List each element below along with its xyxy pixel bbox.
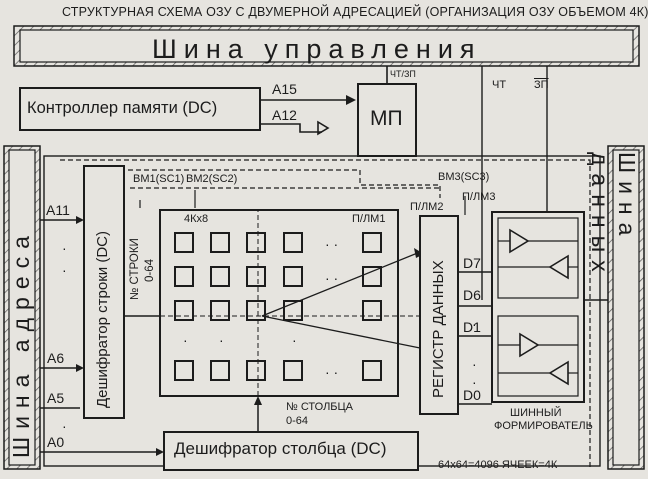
memory-cell — [283, 300, 303, 321]
memory-cell — [210, 266, 230, 287]
matrix-size-label: 4Кх8 — [184, 213, 209, 225]
address-ellipsis: · — [62, 240, 67, 256]
mp-box — [357, 83, 417, 157]
address-line-a11: A11 — [46, 202, 70, 218]
memory-cell — [210, 360, 230, 381]
data-register-label: РЕГИСТР ДАННЫХ — [430, 260, 447, 398]
data-ellipsis: · — [472, 374, 477, 390]
memory-cell — [174, 266, 194, 287]
data-line-d1: D1 — [463, 319, 481, 335]
signal-rd: ЧТ — [492, 79, 507, 91]
address-line-a6: A6 — [47, 350, 65, 366]
matrix-ellipsis: · — [219, 332, 224, 348]
address-bus-label: Шина адреса — [8, 228, 34, 458]
memory-cell — [210, 300, 230, 321]
memory-cell — [362, 266, 382, 287]
matrix-ellipsis: · — [292, 332, 297, 348]
address-ellipsis: · — [62, 262, 67, 278]
data-line-d7: D7 — [463, 255, 481, 271]
memory-cell — [174, 232, 194, 253]
chip-select-bm1: ВМ1(SC1) — [133, 173, 185, 185]
signal-a12: A12 — [272, 107, 297, 123]
signal-wr: ЗП — [534, 79, 549, 91]
column-range-label: 0-64 — [286, 415, 309, 427]
memory-controller-label: Контроллер памяти (DC) — [27, 99, 218, 117]
plm1-label: П/ЛМ1 — [352, 213, 386, 225]
matrix-ellipsis: · — [183, 332, 188, 348]
bus-driver-label-2: ФОРМИРОВАТЕЛЬ — [494, 420, 593, 432]
memory-controller-box — [19, 87, 261, 131]
data-register-box — [419, 215, 459, 415]
matrix-ellipsis: · · — [325, 270, 339, 286]
memory-cell — [362, 360, 382, 381]
row-range-label: 0-64 — [144, 258, 156, 282]
memory-cell — [362, 300, 382, 321]
column-number-label: № СТОЛБЦА — [286, 401, 354, 413]
data-line-d0: D0 — [463, 387, 481, 403]
memory-cell — [174, 360, 194, 381]
data-ellipsis: · — [472, 356, 477, 372]
capacity-note: 64х64=4096 ЯЧЕЕК=4К — [438, 459, 558, 471]
row-decoder-label: Дешифратор строки (DC) — [94, 231, 111, 408]
column-decoder-box — [163, 431, 419, 471]
data-line-d6: D6 — [463, 287, 481, 303]
memory-cell — [210, 232, 230, 253]
data-bus-label: Шина данных — [587, 152, 640, 280]
data-ellipsis: · — [472, 316, 477, 332]
signal-rd-wr: ЧТ/ЗП — [390, 69, 416, 79]
column-decoder-label: Дешифратор столбца (DC) — [174, 439, 387, 458]
memory-cell — [283, 360, 303, 381]
row-decoder-box — [83, 165, 125, 419]
memory-cell-selected — [246, 300, 266, 321]
mp-label: МП — [370, 107, 403, 130]
chip-select-bm2: ВМ2(SC2) — [186, 173, 238, 185]
memory-cell — [174, 300, 194, 321]
plm2-label: П/ЛМ2 — [410, 201, 444, 213]
memory-cell — [283, 266, 303, 287]
matrix-ellipsis: · · — [325, 364, 339, 380]
bus-driver-label-1: ШИННЫЙ — [510, 407, 562, 419]
plm3-label: П/ЛМ3 — [462, 191, 496, 203]
row-number-label: № СТРОКИ — [129, 238, 141, 300]
address-ellipsis: · — [62, 418, 67, 434]
memory-cell — [362, 232, 382, 253]
memory-cell — [246, 266, 266, 287]
memory-cell — [246, 360, 266, 381]
chip-select-bm3: ВМ3(SC3) — [438, 171, 490, 183]
memory-cell — [283, 232, 303, 253]
address-line-a0: A0 — [47, 434, 65, 450]
address-line-a5: A5 — [47, 390, 65, 406]
matrix-ellipsis: · · — [325, 236, 339, 252]
signal-a15: A15 — [272, 81, 297, 97]
control-bus-label: Шина управления — [152, 34, 482, 64]
diagram-title: СТРУКТУРНАЯ СХЕМА ОЗУ С ДВУМЕРНОЙ АДРЕСА… — [62, 5, 648, 19]
memory-matrix-box — [159, 209, 399, 397]
memory-cell — [246, 232, 266, 253]
